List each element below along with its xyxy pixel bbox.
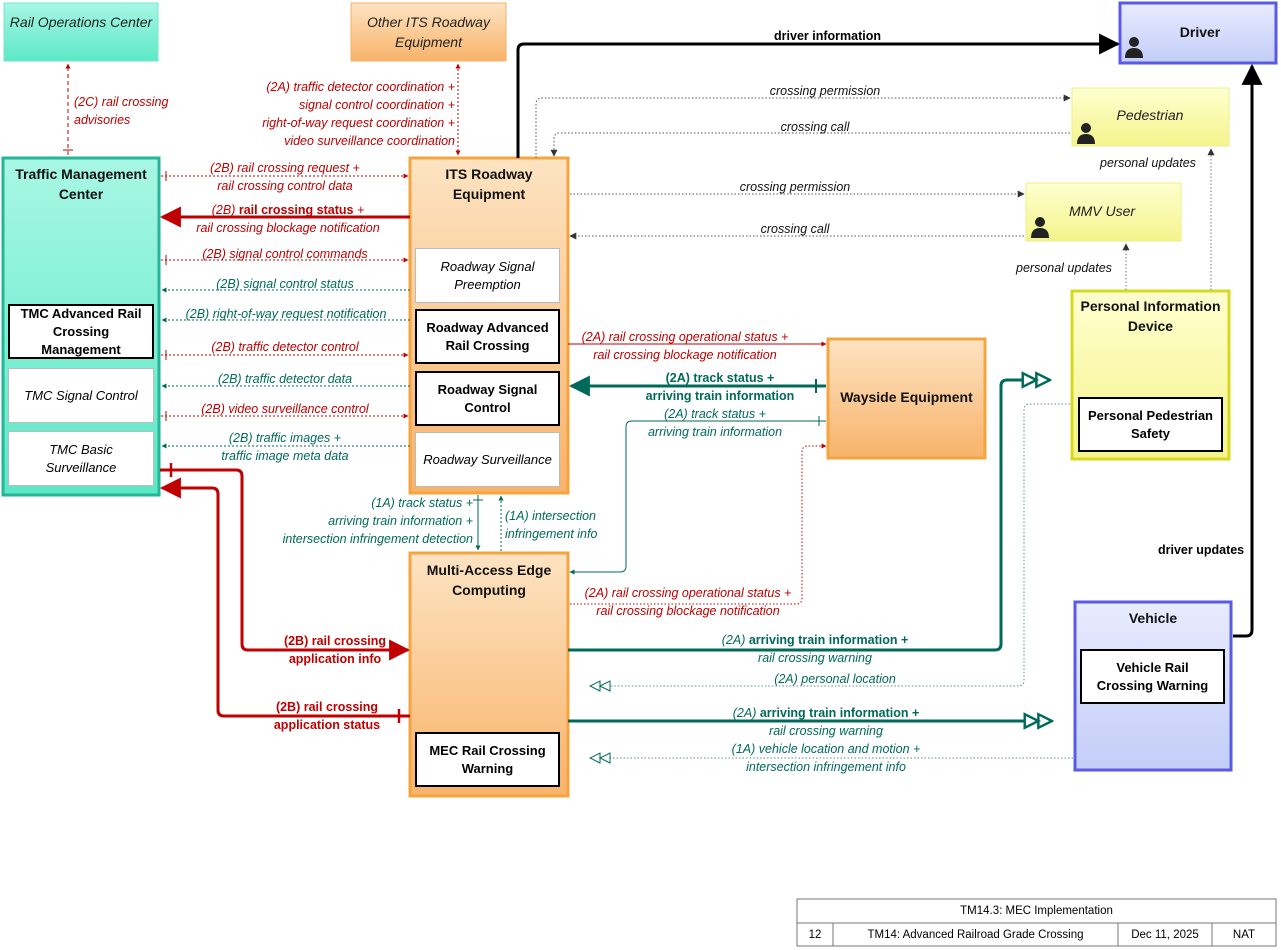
flow-personal-location (590, 403, 1070, 686)
label-personal-updates-ped: personal updates (1100, 156, 1196, 170)
footer-name: TM14: Advanced Railroad Grade Crossing (867, 928, 1084, 941)
flow-crossing-permission-ped (535, 94, 1071, 158)
label-track-status-its: (2A) track status +arriving train inform… (645, 371, 795, 403)
flow-app-info (160, 468, 411, 661)
roadway-signal-control[interactable]: Roadway Signal Control (415, 371, 560, 426)
mmv-box (1025, 182, 1182, 242)
flow-app-status (159, 477, 410, 718)
vehicle[interactable]: Vehicle (1128, 610, 1178, 626)
footer-date: Dec 11, 2025 (1131, 928, 1199, 941)
roadway-surveillance[interactable]: Roadway Surveillance (415, 432, 560, 487)
flow-mec-wayside-op-status (570, 443, 827, 605)
pedestrian-box (1071, 87, 1230, 147)
label-other-its: (2A) traffic detector coordination +sign… (262, 80, 455, 148)
label-personal-updates-mmv: personal updates (1016, 261, 1112, 275)
tmc-basic-surveillance[interactable]: TMC Basic Surveillance (8, 431, 154, 486)
mmv-user[interactable]: MMV User (1068, 203, 1136, 219)
its-roadway-equipment[interactable]: ITS Roadway Equipment (445, 166, 533, 202)
tmc-advanced-rail-crossing[interactable]: TMC Advanced Rail Crossing Management (8, 304, 154, 359)
flow-mec-to-pid (568, 380, 1050, 652)
label-traffic-detector-data: (2B) traffic detector data (217, 372, 353, 386)
multi-access-edge-computing[interactable]: Multi-Access Edge Computing (426, 562, 552, 598)
label-vehicle-location: (1A) vehicle location and motion +inters… (731, 742, 921, 774)
footer-org: NAT (1232, 928, 1256, 941)
label-its-to-mec: (1A) track status +arriving train inform… (282, 496, 473, 546)
personal-information-device[interactable]: Personal Information Device (1080, 298, 1221, 334)
label-driver-updates: driver updates (1158, 543, 1245, 557)
flow-crossing-call-ped (550, 132, 1070, 157)
label-signal-control-commands: (2B) signal control commands (202, 247, 368, 261)
tmc-signal-control[interactable]: TMC Signal Control (8, 368, 154, 423)
label-traffic-images: (2B) traffic images +traffic image meta … (221, 431, 349, 463)
mec-rail-crossing-warning[interactable]: MEC Rail Crossing Warning (415, 732, 560, 787)
vehicle-rail-crossing-warning[interactable]: Vehicle Rail Crossing Warning (1080, 649, 1225, 704)
flow-track-status-mec (569, 420, 826, 575)
driver[interactable]: Driver (1179, 24, 1221, 40)
flow-driver-updates (1233, 63, 1263, 638)
footer-title: TM14.3: MEC Implementation (960, 905, 1113, 917)
person-icon (1125, 37, 1143, 58)
person-icon (1031, 217, 1049, 238)
label-personal-location: (2A) personal location (774, 672, 896, 686)
other-its-box (350, 2, 507, 62)
label-crossing-call-ped: crossing call (780, 120, 850, 134)
roadway-advanced-rail-crossing[interactable]: Roadway Advanced Rail Crossing (415, 309, 560, 364)
flow-driver-information (516, 33, 1121, 158)
label-driver-information: driver information (774, 29, 881, 43)
traffic-management-center[interactable]: Traffic Management Center (15, 166, 147, 202)
footer-number: 12 (808, 928, 822, 941)
label-right-of-way: (2B) right-of-way request notification (185, 307, 387, 321)
label-rail-crossing-request: (2B) rail crossing request +rail crossin… (210, 161, 360, 193)
label-mec-to-pid: (2A) arriving train information +rail cr… (721, 633, 909, 665)
label-track-status-mec: (2A) track status +arriving train inform… (647, 407, 783, 439)
label-video-surveillance-control: (2B) video surveillance control (201, 402, 369, 416)
label-crossing-call-mmv: crossing call (760, 222, 830, 236)
rail-operations-center[interactable]: Rail Operations Center (9, 14, 153, 30)
other-its-roadway-equipment[interactable]: Other ITS Roadway Equipment (367, 14, 490, 50)
person-icon (1077, 123, 1095, 144)
label-rail-crossing-status: (2B) rail crossing status +rail crossing… (196, 203, 380, 235)
wayside-equipment[interactable]: Wayside Equipment (840, 389, 973, 405)
label-signal-control-status: (2B) signal control status (216, 277, 354, 291)
label-crossing-permission-mmv: crossing permission (739, 180, 851, 194)
personal-pedestrian-safety[interactable]: Personal Pedestrian Safety (1078, 397, 1223, 452)
roadway-signal-preemption[interactable]: Roadway Signal Preemption (415, 248, 560, 303)
pedestrian[interactable]: Pedestrian (1116, 107, 1184, 123)
label-its-wayside-op-status: (2A) rail crossing operational status +r… (581, 330, 789, 362)
label-crossing-permission-ped: crossing permission (769, 84, 881, 98)
label-mec-wayside-op-status: (2A) rail crossing operational status +r… (584, 586, 792, 618)
label-traffic-detector-control: (2B) traffic detector control (211, 340, 359, 354)
rail-ops-box (3, 2, 159, 62)
driver-box (1118, 1, 1278, 65)
label-mec-to-vehicle: (2A) arriving train information +rail cr… (732, 706, 920, 738)
wayside-box (826, 337, 987, 460)
